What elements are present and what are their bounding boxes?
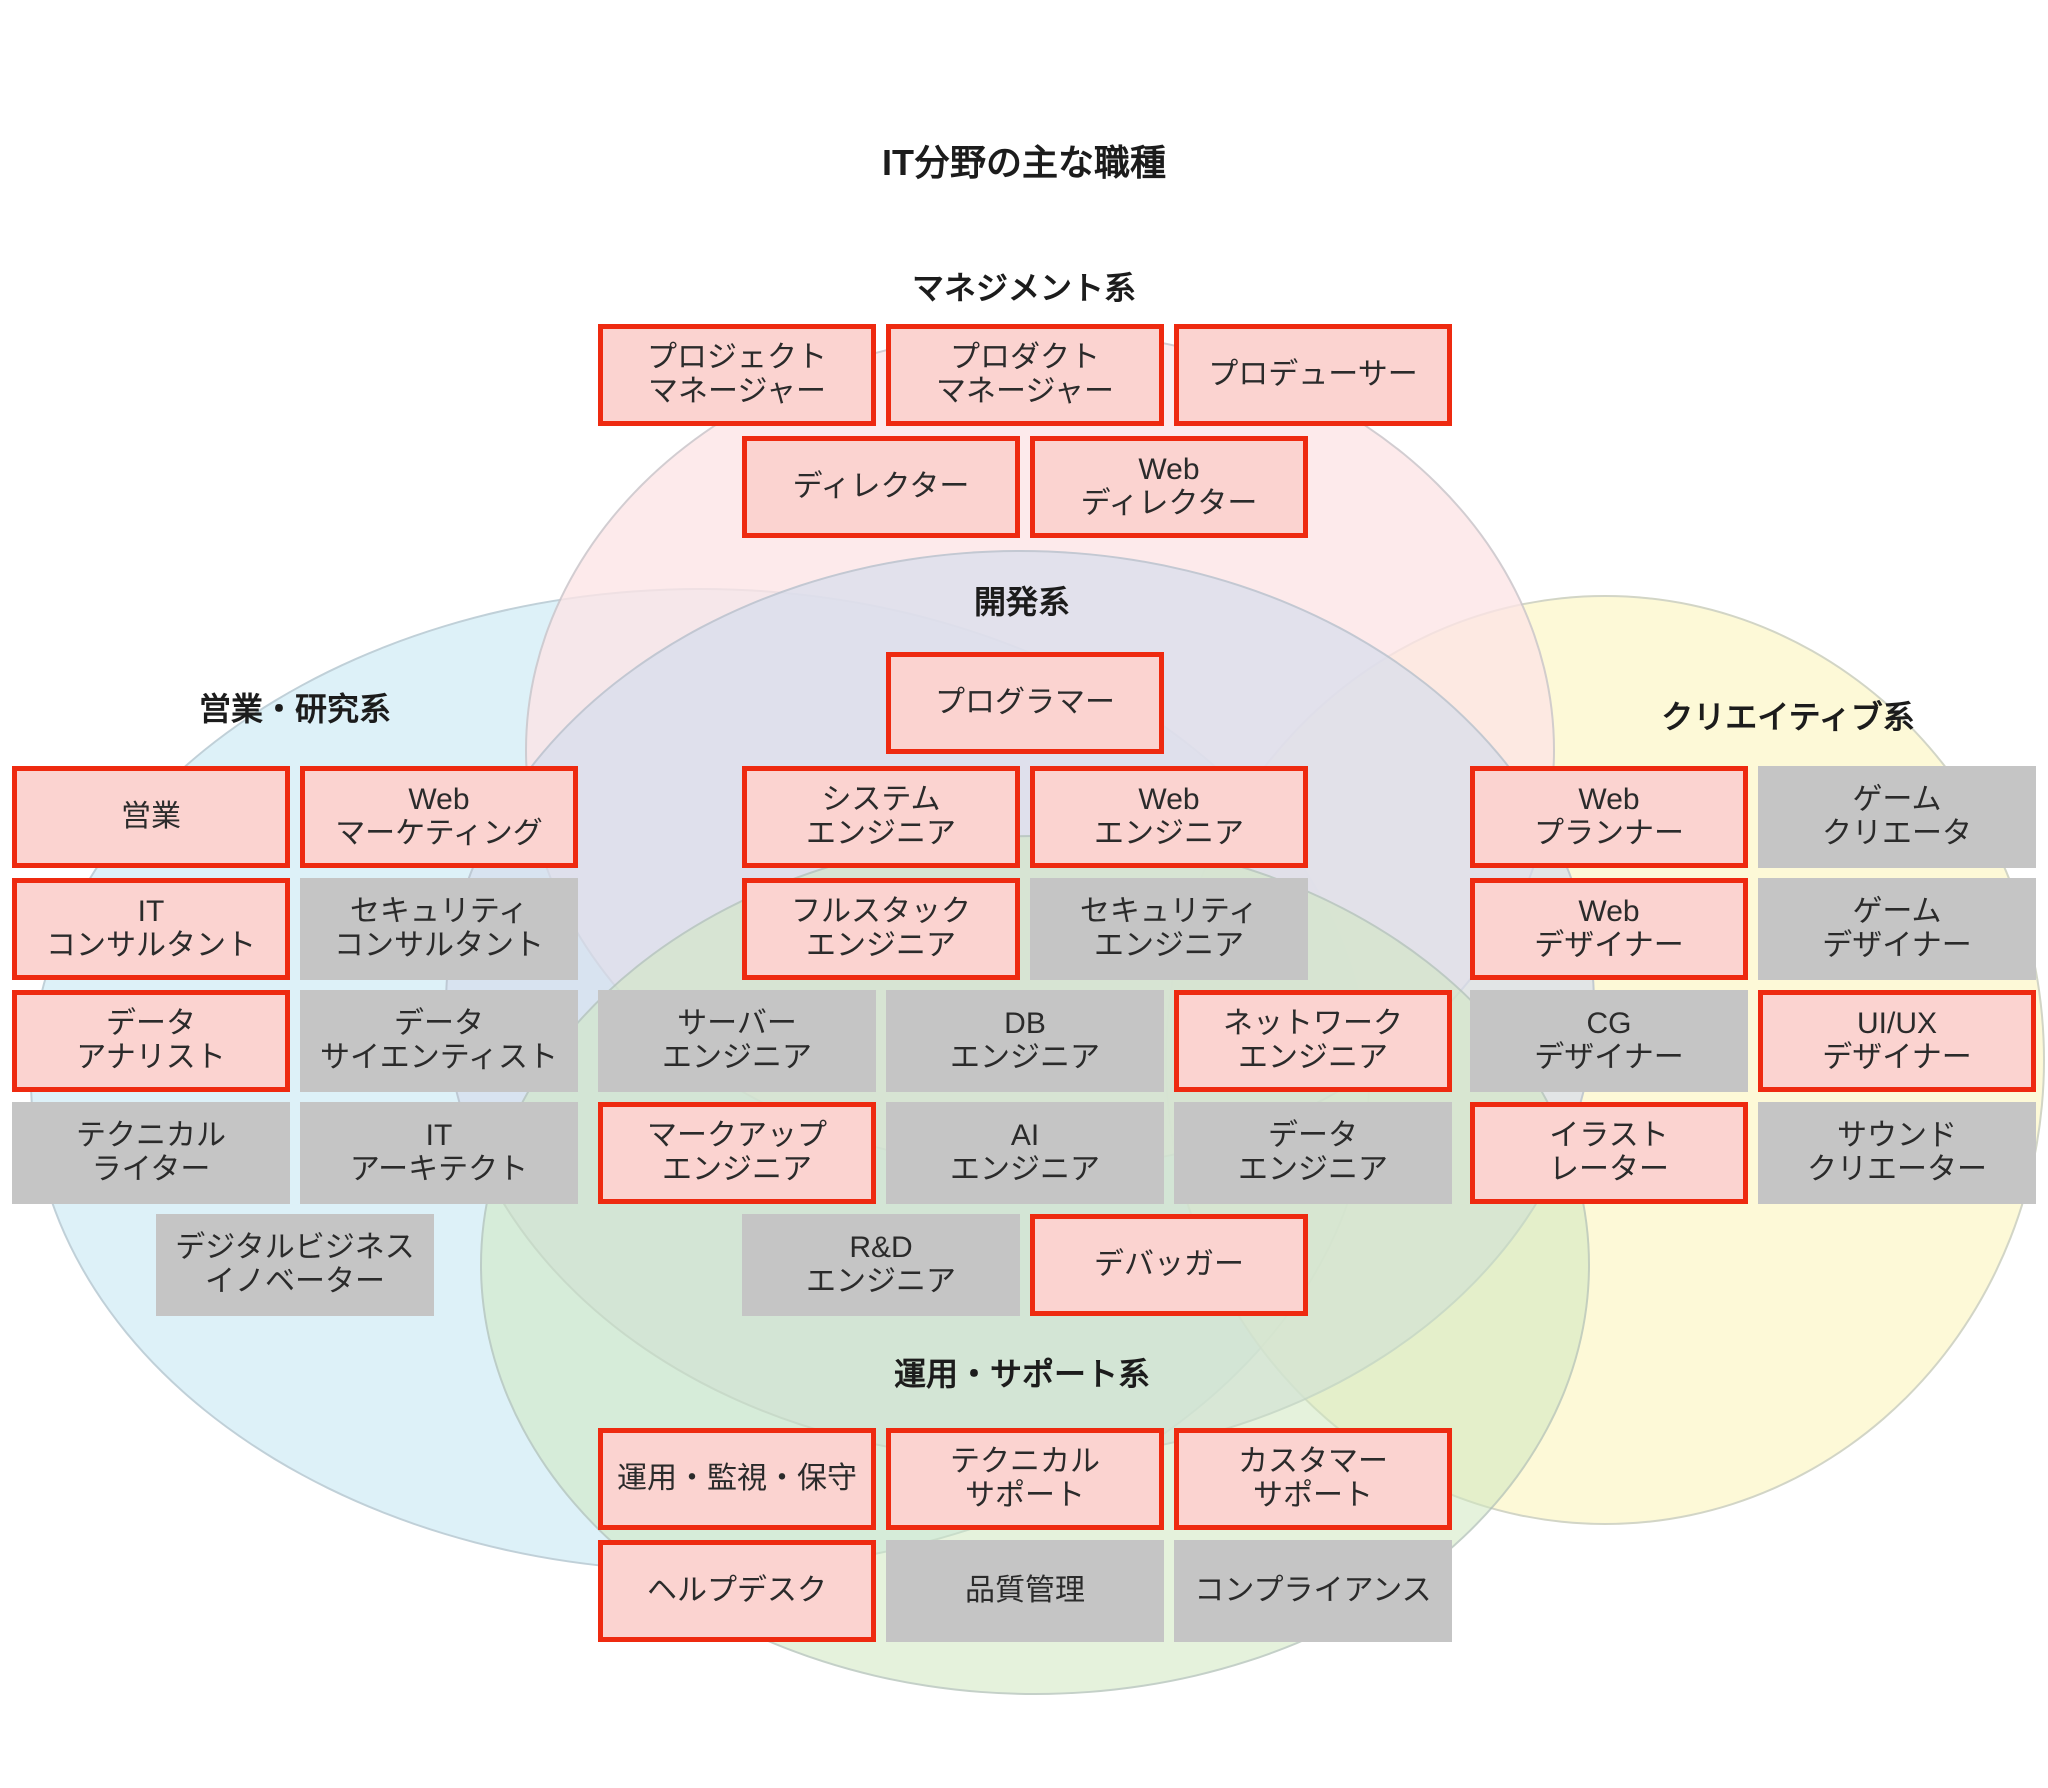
job-box: プロダクト マネージャー: [886, 324, 1164, 426]
job-box: イラスト レーター: [1470, 1102, 1748, 1204]
section-label-management: マネジメント系: [911, 270, 1137, 306]
job-box: ヘルプデスク: [598, 1540, 876, 1642]
job-box: デジタルビジネス イノベーター: [156, 1214, 434, 1316]
job-box: セキュリティ エンジニア: [1030, 878, 1308, 980]
job-box: フルスタック エンジニア: [742, 878, 1020, 980]
job-box: Web プランナー: [1470, 766, 1748, 868]
job-box: 営業: [12, 766, 290, 868]
section-label-sales-research: 営業・研究系: [198, 691, 392, 727]
job-box: ディレクター: [742, 436, 1020, 538]
job-box: ゲーム クリエータ: [1758, 766, 2036, 868]
job-box: データ エンジニア: [1174, 1102, 1452, 1204]
job-box: システム エンジニア: [742, 766, 1020, 868]
job-box: IT コンサルタント: [12, 878, 290, 980]
job-box: カスタマー サポート: [1174, 1428, 1452, 1530]
job-box: Web デザイナー: [1470, 878, 1748, 980]
job-box: マークアップ エンジニア: [598, 1102, 876, 1204]
job-box: テクニカル サポート: [886, 1428, 1164, 1530]
job-box: Web ディレクター: [1030, 436, 1308, 538]
job-box: AI エンジニア: [886, 1102, 1164, 1204]
job-box: DB エンジニア: [886, 990, 1164, 1092]
job-box: プログラマー: [886, 652, 1164, 754]
job-box: CG デザイナー: [1470, 990, 1748, 1092]
job-box: IT アーキテクト: [300, 1102, 578, 1204]
job-box: サウンド クリエーター: [1758, 1102, 2036, 1204]
section-label-operations: 運用・サポート系: [893, 1356, 1151, 1392]
job-box: プロジェクト マネージャー: [598, 324, 876, 426]
job-box: 運用・監視・保守: [598, 1428, 876, 1530]
job-box: セキュリティ コンサルタント: [300, 878, 578, 980]
job-box: データ サイエンティスト: [300, 990, 578, 1092]
job-box: ネットワーク エンジニア: [1174, 990, 1452, 1092]
job-box: プロデューサー: [1174, 324, 1452, 426]
job-box: コンプライアンス: [1174, 1540, 1452, 1642]
job-box: R&D エンジニア: [742, 1214, 1020, 1316]
job-box: テクニカル ライター: [12, 1102, 290, 1204]
section-label-creative: クリエイティブ系: [1661, 699, 1915, 735]
job-box: Web マーケティング: [300, 766, 578, 868]
job-box: サーバー エンジニア: [598, 990, 876, 1092]
job-box: データ アナリスト: [12, 990, 290, 1092]
job-box: 品質管理: [886, 1540, 1164, 1642]
diagram-title: IT分野の主な職種: [882, 142, 1166, 183]
job-box: Web エンジニア: [1030, 766, 1308, 868]
job-box: デバッガー: [1030, 1214, 1308, 1316]
job-box: UI/UX デザイナー: [1758, 990, 2036, 1092]
section-label-development: 開発系: [973, 584, 1071, 620]
job-box: ゲーム デザイナー: [1758, 878, 2036, 980]
